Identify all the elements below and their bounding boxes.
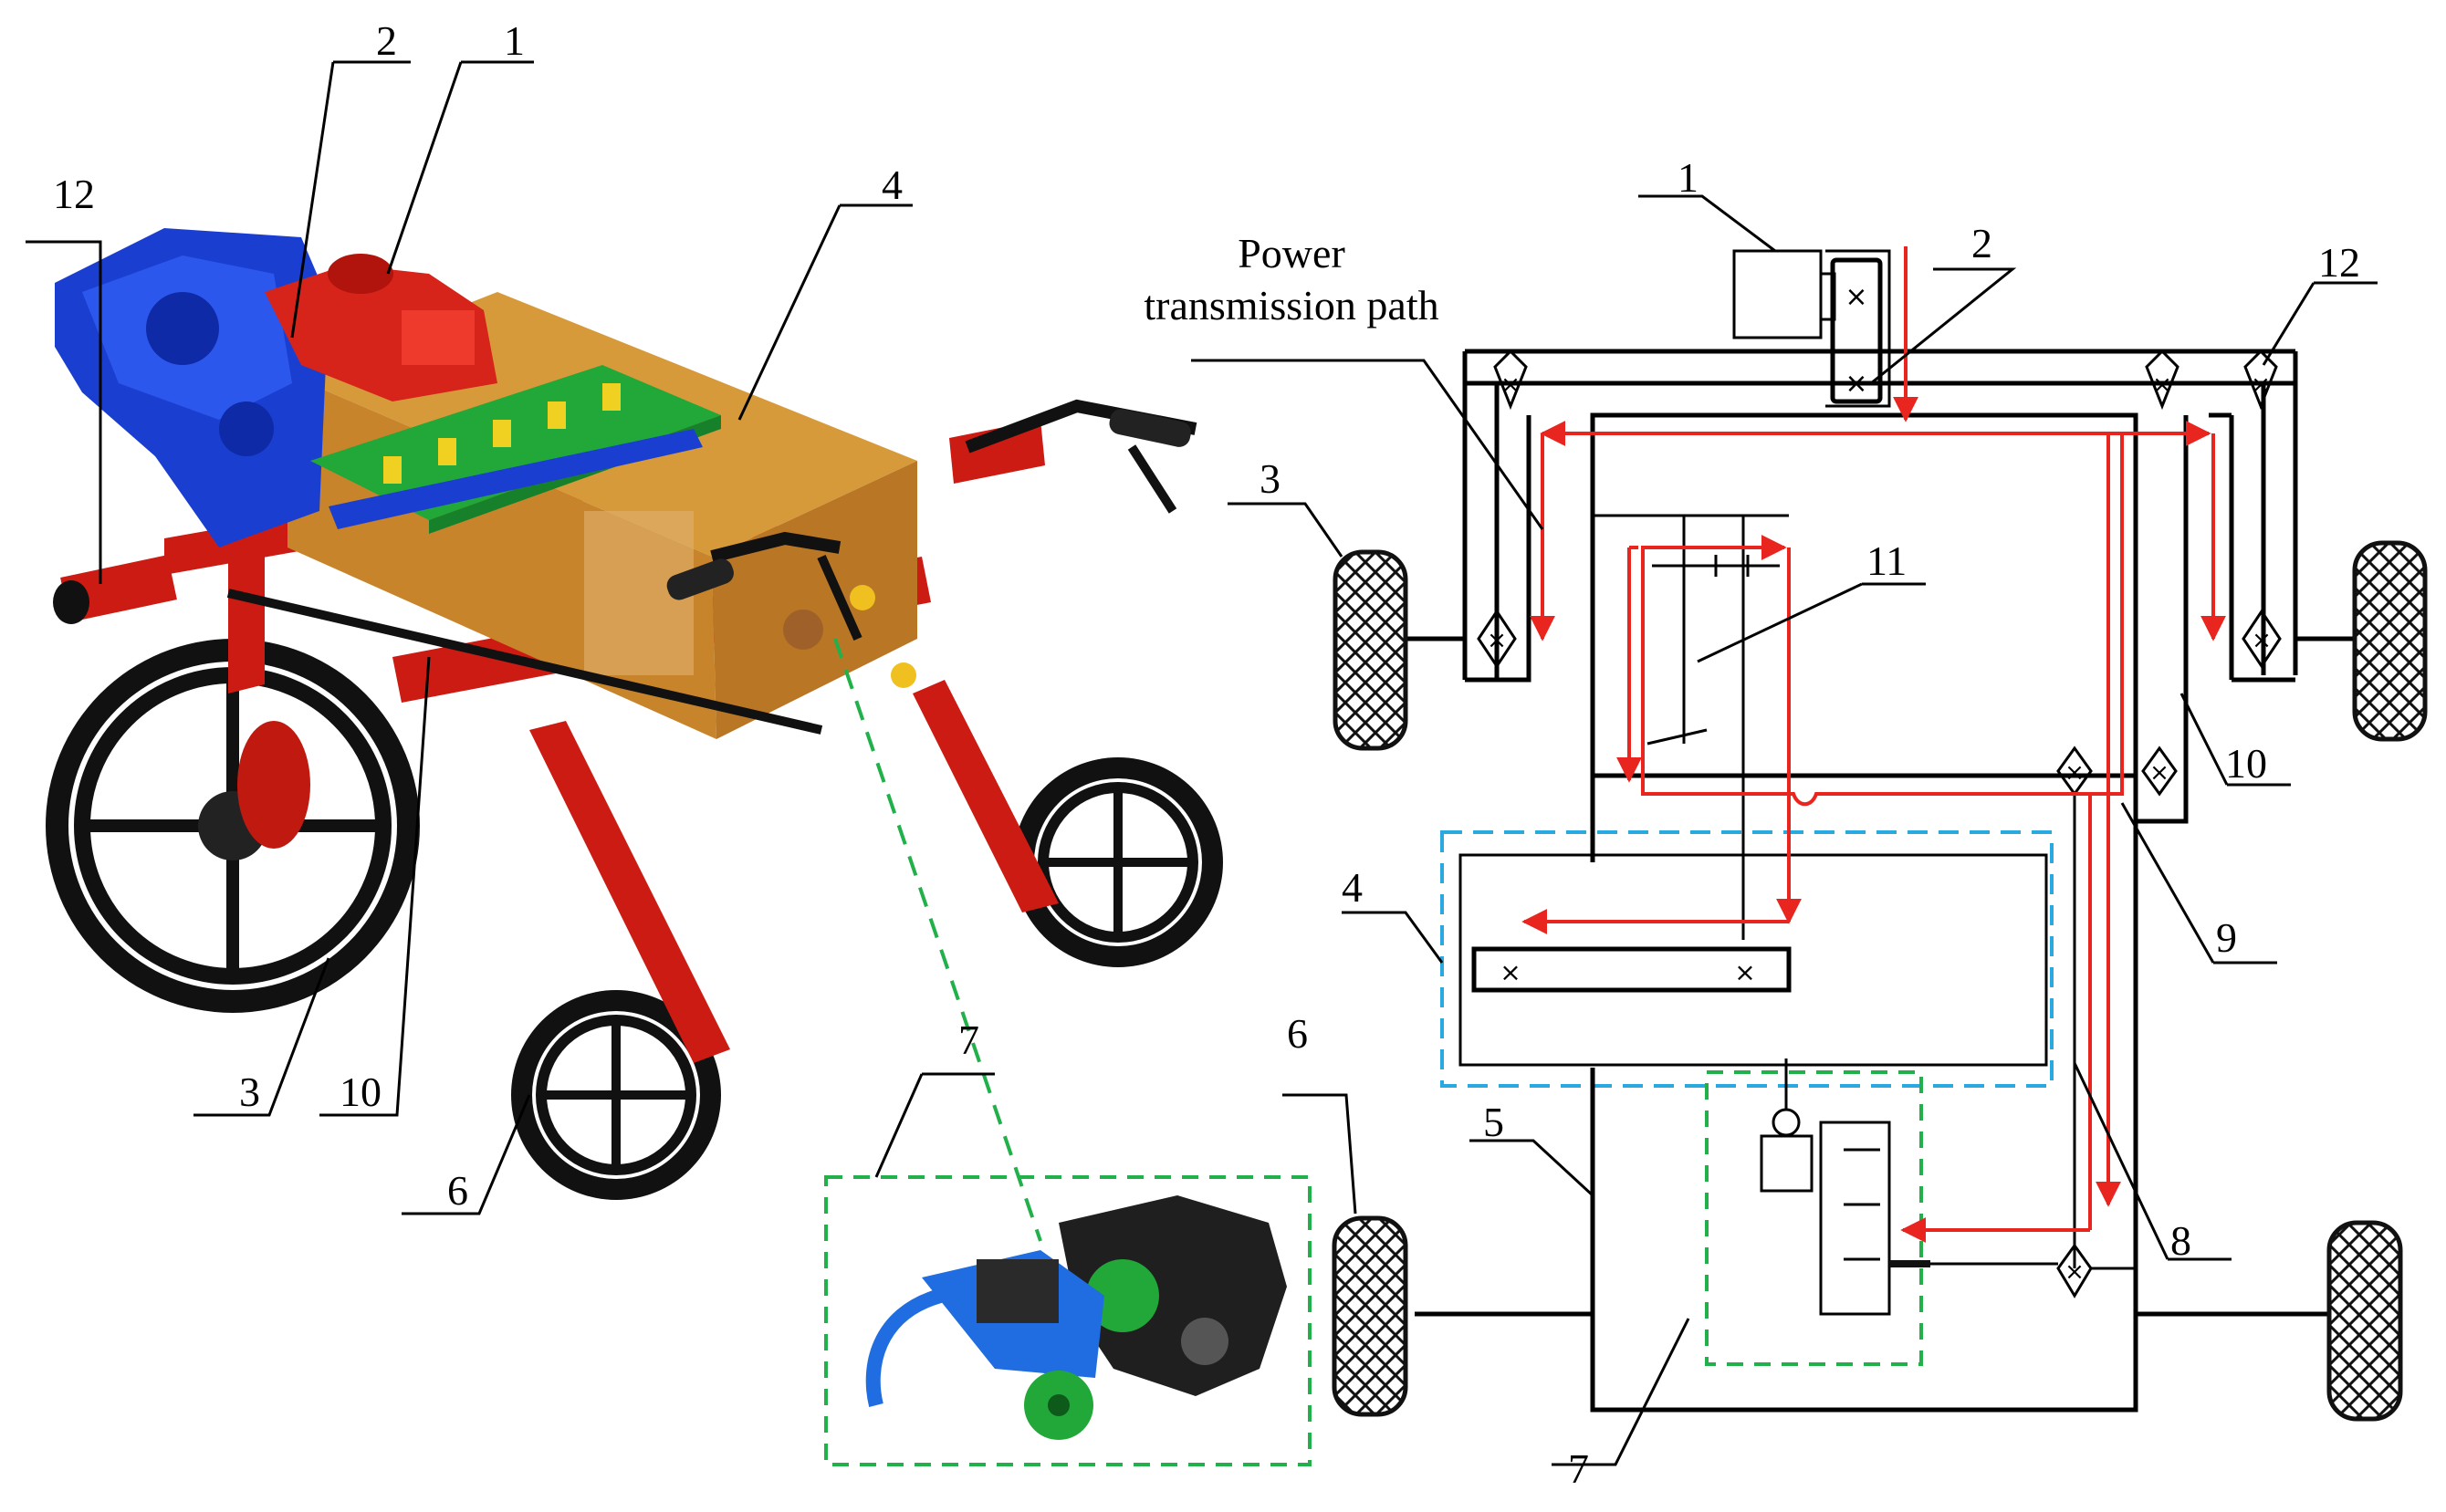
front-wheel-right xyxy=(1013,757,1223,967)
svg-text:×: × xyxy=(1500,371,1521,399)
seed-unit-box xyxy=(1440,830,2054,1088)
seed-belt xyxy=(1471,946,1792,993)
caption-line-1: Power xyxy=(1238,230,1345,276)
joint-left-wheel: × xyxy=(1477,609,1517,669)
label-right-5: 5 xyxy=(1483,1099,1504,1145)
label-right-3: 3 xyxy=(1260,455,1280,502)
label-right-9: 9 xyxy=(2216,914,2237,961)
chain xyxy=(329,429,703,529)
label-right-7: 7 xyxy=(1568,1445,1589,1492)
left-leaders xyxy=(26,60,995,1215)
svg-text:×: × xyxy=(1845,281,1867,313)
label-right-12: 12 xyxy=(2318,239,2360,286)
label-right-11: 11 xyxy=(1866,537,1907,584)
wheel-right-lower xyxy=(2326,1220,2403,1422)
wheel-3 xyxy=(1333,549,1408,751)
left-label-text: 1 2 4 12 3 10 6 7 xyxy=(53,17,979,1214)
svg-text:×: × xyxy=(2064,759,2085,787)
label-left-12: 12 xyxy=(53,171,95,217)
label-right-4: 4 xyxy=(1342,864,1363,911)
label-left-4: 4 xyxy=(882,162,903,208)
svg-text:×: × xyxy=(1487,627,1507,654)
svg-text:×: × xyxy=(2152,371,2172,399)
hub-12 xyxy=(53,555,177,624)
front-wheel-left xyxy=(511,990,721,1200)
gearbox-motor xyxy=(55,228,329,547)
axle xyxy=(226,589,823,735)
label-left-10: 10 xyxy=(340,1069,382,1115)
joint-10: × xyxy=(2141,746,2178,797)
power-path xyxy=(1521,246,2226,1243)
wheel-right-upper xyxy=(2352,540,2428,742)
label-right-1: 1 xyxy=(1678,154,1699,201)
svg-text:×: × xyxy=(2252,627,2272,654)
svg-text:×: × xyxy=(1734,957,1755,987)
right-label-text: 1 2 12 3 11 10 9 4 6 5 8 7 xyxy=(1260,154,2360,1492)
label-left-7: 7 xyxy=(958,1017,979,1063)
label-right-10: 10 xyxy=(2225,740,2267,787)
right-leaders xyxy=(1191,194,2378,1466)
joint-right-wheel: × xyxy=(2242,609,2282,669)
rear-wheel-left xyxy=(46,639,420,1013)
label-left-2: 2 xyxy=(376,17,397,64)
joint-9: × xyxy=(2056,746,2093,797)
caption-line-2: transmission path xyxy=(1144,282,1438,328)
label-right-8: 8 xyxy=(2170,1217,2191,1264)
belt-drive xyxy=(1830,257,1883,404)
joint-top-left: × xyxy=(1493,349,1528,411)
svg-text:×: × xyxy=(2064,1258,2085,1286)
wheel-6 xyxy=(1332,1215,1408,1417)
label-right-2: 2 xyxy=(1971,220,1992,266)
svg-text:×: × xyxy=(2251,371,2271,399)
label-left-1: 1 xyxy=(504,17,525,64)
svg-text:×: × xyxy=(1500,957,1521,987)
detail-link xyxy=(833,638,1042,1242)
joint-top-right-2: × xyxy=(2243,349,2278,411)
label-right-6: 6 xyxy=(1287,1010,1308,1057)
label-left-6: 6 xyxy=(447,1167,468,1214)
machine-render xyxy=(46,228,1312,1466)
gear-train xyxy=(1760,1058,2058,1316)
handlebars xyxy=(666,399,1197,688)
schematic: Power transmission path × × × × × xyxy=(1144,154,2428,1492)
engine xyxy=(265,254,497,401)
engine-block xyxy=(1732,249,1823,339)
svg-text:×: × xyxy=(2149,759,2169,787)
detail-box-7 xyxy=(824,1175,1312,1466)
joint-top-right-1: × xyxy=(2145,349,2179,411)
label-left-3: 3 xyxy=(239,1069,260,1115)
